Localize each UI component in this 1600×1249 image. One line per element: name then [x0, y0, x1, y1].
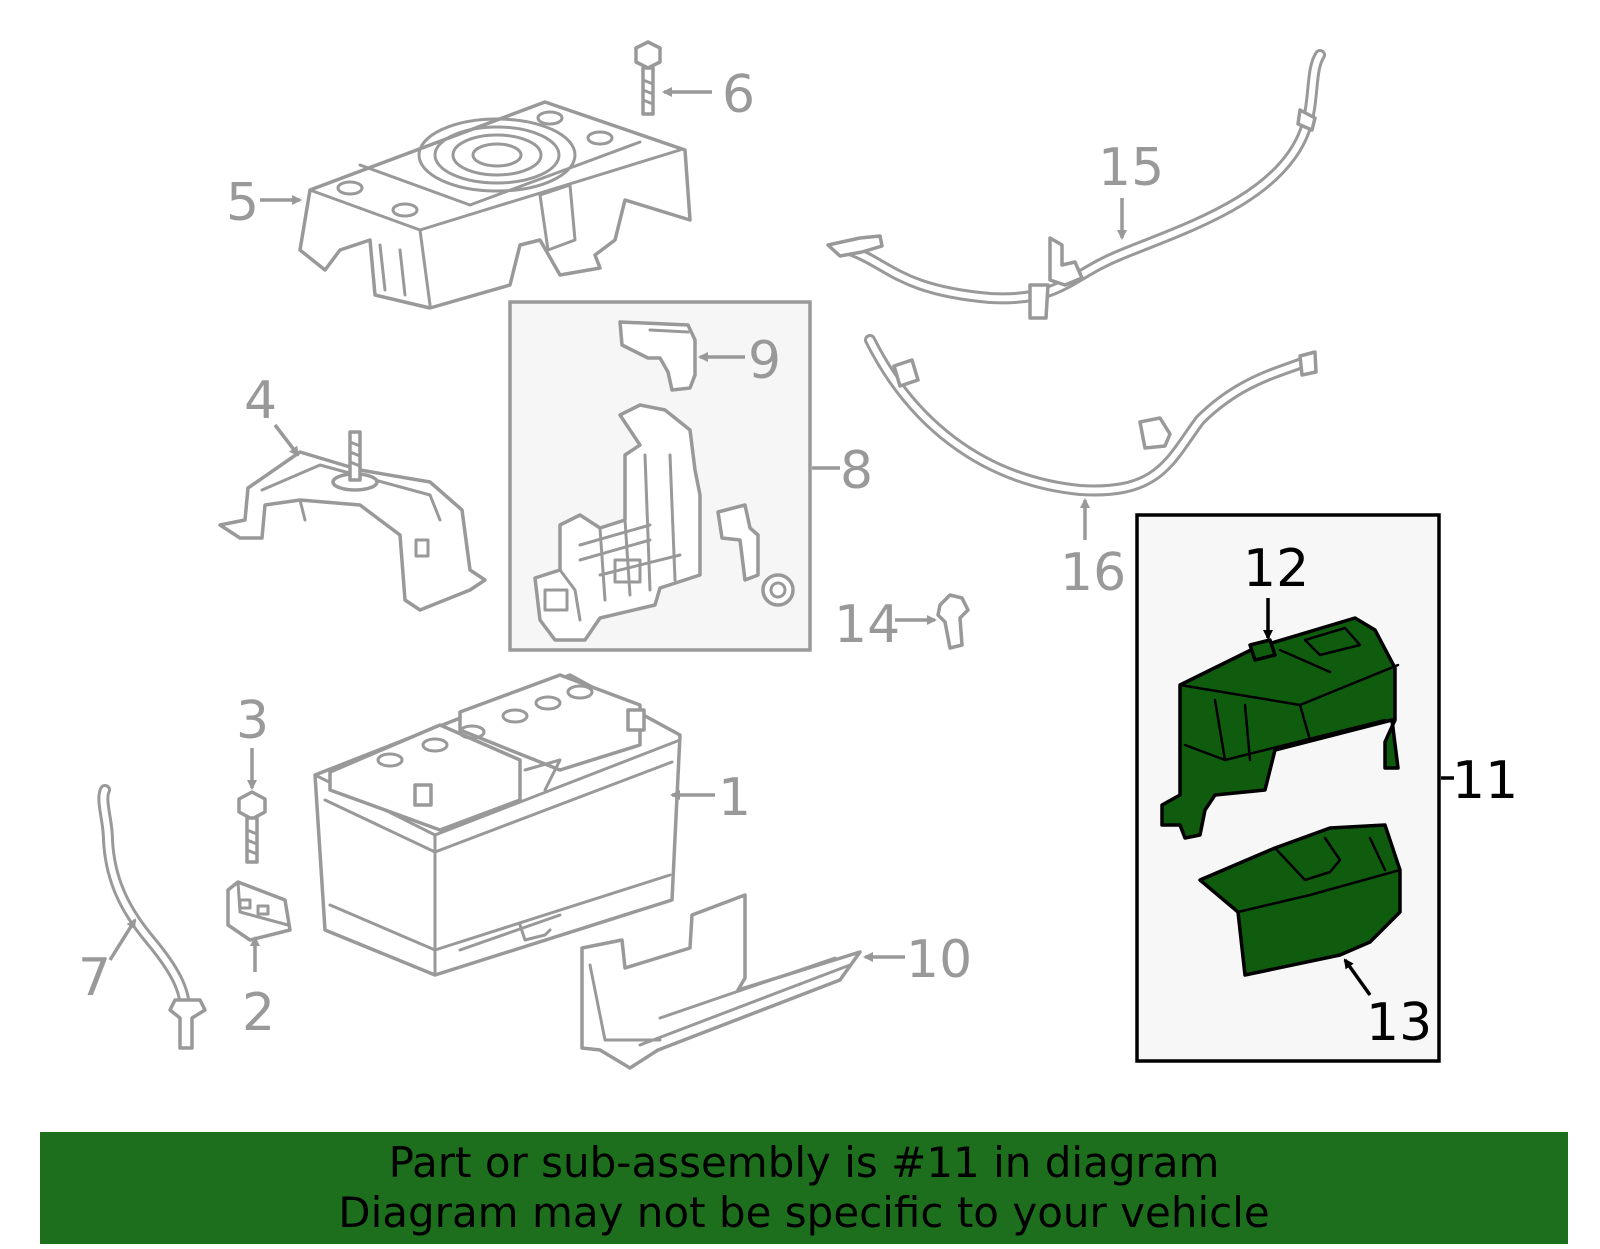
part-16-cable [864, 334, 1318, 497]
callout-2: 2 [242, 983, 275, 1043]
callout-14: 14 [834, 595, 900, 655]
part-6-bolt [634, 40, 662, 116]
callout-11: 11 [1452, 751, 1518, 811]
callout-8: 8 [840, 441, 873, 501]
part-9-cover [618, 320, 697, 392]
part-4-bracket [218, 430, 487, 612]
callout-1: 1 [718, 768, 751, 828]
part-2-block [226, 880, 292, 942]
part-15-cable [826, 49, 1326, 320]
callout-15: 15 [1098, 138, 1164, 198]
callout-10: 10 [906, 930, 972, 990]
part-12-cover[interactable] [1160, 616, 1400, 840]
callout-13: 13 [1366, 993, 1432, 1053]
footer-line-2: Diagram may not be specific to your vehi… [338, 1188, 1270, 1237]
part-13-cover[interactable] [1198, 823, 1402, 977]
part-3-bolt [237, 790, 267, 864]
callout-5: 5 [226, 173, 259, 233]
fuse-block [533, 403, 702, 642]
callout-7: 7 [78, 948, 111, 1008]
callout-9: 9 [748, 331, 781, 391]
leader-4 [273, 423, 300, 457]
leader-13 [1343, 958, 1372, 997]
part-5-cover [298, 100, 692, 310]
callout-12: 12 [1243, 539, 1309, 599]
footer-banner: Part or sub-assembly is #11 in diagram D… [40, 1132, 1568, 1244]
part-10-tray [580, 893, 862, 1070]
callout-16: 16 [1060, 543, 1126, 603]
footer-line-1: Part or sub-assembly is #11 in diagram [388, 1138, 1220, 1187]
callout-6: 6 [722, 65, 755, 125]
leader-7 [108, 918, 137, 961]
part-7-tube [97, 784, 207, 1050]
fuse-block-terminal [716, 503, 795, 607]
part-14-clip [936, 593, 970, 650]
callout-3: 3 [236, 691, 269, 751]
part-1-battery [313, 673, 682, 977]
callout-4: 4 [244, 371, 277, 431]
